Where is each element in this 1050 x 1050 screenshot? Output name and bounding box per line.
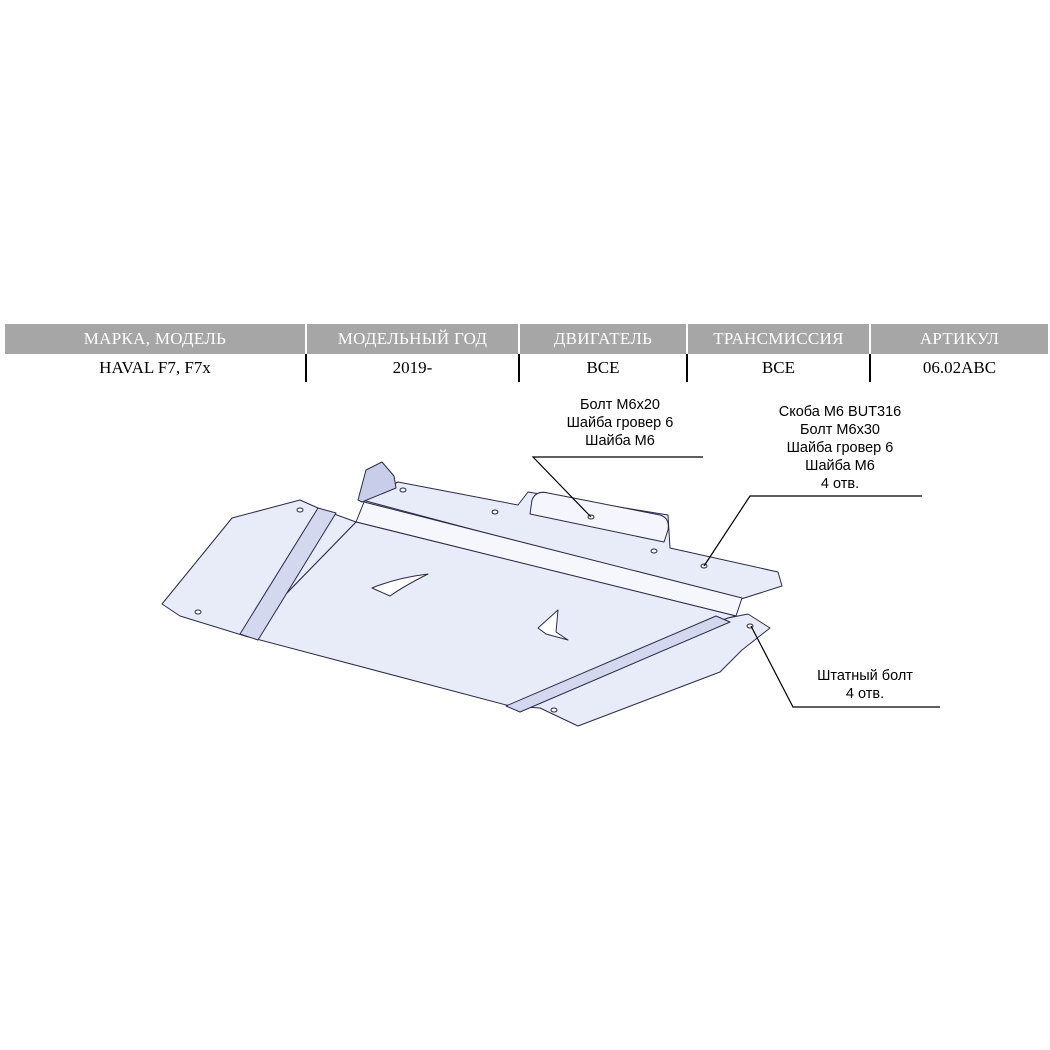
cell-model-year: 2019- (305, 354, 519, 382)
left-chevron (371, 573, 429, 597)
callout-line: Штатный болт (817, 668, 913, 684)
callout-line: Шайба гровер 6 (566, 415, 674, 431)
callout-line: Шайба M6 (805, 458, 875, 474)
left-fold (239, 507, 337, 641)
leader-top-right (703, 495, 922, 567)
callout-line: Шайба гровер 6 (786, 440, 894, 456)
raised-pad (529, 491, 669, 543)
header-model-year: МОДЕЛЬНЫЙ ГОД (305, 324, 519, 354)
callout-line: Шайба M6 (585, 433, 655, 449)
header-article: АРТИКУЛ (869, 324, 1048, 354)
cell-transmission: ВСЕ (686, 354, 870, 382)
callout-line: 4 отв. (820, 476, 860, 492)
right-chevron (537, 609, 569, 641)
callout-line: Болт M6x20 (580, 397, 660, 413)
callout-line: 4 отв. (845, 686, 885, 702)
table-header-row: МАРКА, МОДЕЛЬ МОДЕЛЬНЫЙ ГОД ДВИГАТЕЛЬ ТР… (5, 324, 1048, 354)
callout-top-right: Скоба M6 BUT316 Болт M6x30 Шайба гровер … (755, 403, 925, 493)
cell-engine: ВСЕ (518, 354, 687, 382)
spec-table: МАРКА, МОДЕЛЬ МОДЕЛЬНЫЙ ГОД ДВИГАТЕЛЬ ТР… (5, 324, 1048, 382)
callout-line: Болт M6x30 (800, 422, 880, 438)
callout-bottom-right: Штатный болт 4 отв. (800, 667, 930, 703)
callout-top-center: Болт M6x20 Шайба гровер 6 Шайба M6 (540, 396, 700, 450)
table-row: HAVAL F7, F7x 2019- ВСЕ ВСЕ 06.02ABC (5, 354, 1048, 382)
header-transmission: ТРАНСМИССИЯ (686, 324, 870, 354)
leader-bottom-right (750, 625, 940, 708)
header-make-model: МАРКА, МОДЕЛЬ (5, 324, 306, 354)
bracket-tab (357, 461, 397, 503)
callout-line: Скоба M6 BUT316 (778, 404, 902, 420)
right-fold (505, 615, 731, 713)
leader-top-center (531, 456, 703, 518)
header-engine: ДВИГАТЕЛЬ (518, 324, 687, 354)
cell-article: 06.02ABC (869, 354, 1048, 382)
cell-make-model: HAVAL F7, F7x (99, 358, 211, 377)
